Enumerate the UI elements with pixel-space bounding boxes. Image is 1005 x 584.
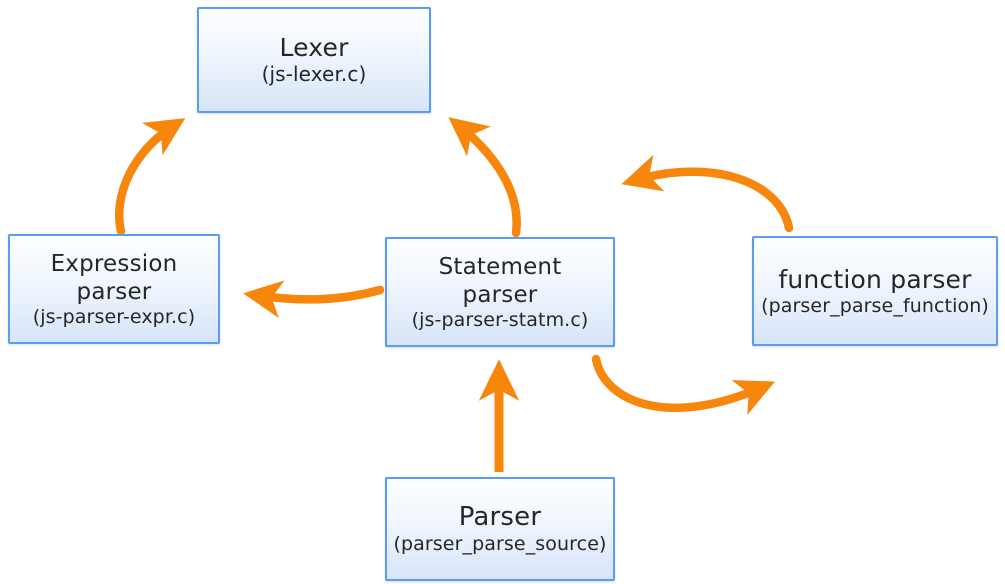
node-parser[interactable]: Parser (parser_parse_source)	[385, 477, 615, 581]
edge-expr-to-lexer	[114, 118, 186, 236]
node-lexer[interactable]: Lexer (js-lexer.c)	[197, 7, 431, 113]
node-statement-parser[interactable]: Statement parser (js-parser-statm.c)	[385, 237, 615, 347]
node-expression-parser[interactable]: Expression parser (js-parser-expr.c)	[8, 234, 220, 344]
node-statement-parser-subtitle: (js-parser-statm.c)	[411, 308, 589, 331]
node-parser-title: Parser	[458, 502, 542, 533]
node-expression-parser-title-line1: Expression	[50, 250, 178, 277]
node-function-parser[interactable]: function parser (parser_parse_function)	[752, 236, 998, 346]
edge-func-to-statm	[621, 154, 794, 233]
node-statement-parser-title-line1: Statement	[438, 253, 562, 280]
edge-statm-to-expr	[243, 280, 385, 319]
node-expression-parser-title-line2: parser	[76, 278, 152, 305]
node-function-parser-title: function parser	[778, 265, 972, 295]
node-lexer-title: Lexer	[279, 33, 349, 63]
node-expression-parser-subtitle: (js-parser-expr.c)	[32, 305, 196, 328]
node-parser-subtitle: (parser_parse_source)	[393, 533, 607, 556]
node-lexer-subtitle: (js-lexer.c)	[261, 61, 367, 86]
node-function-parser-subtitle: (parser_parse_function)	[761, 294, 989, 317]
node-statement-parser-title-line2: parser	[462, 281, 538, 308]
edge-statm-to-lexer	[448, 117, 521, 238]
edge-statm-to-func	[591, 354, 776, 415]
